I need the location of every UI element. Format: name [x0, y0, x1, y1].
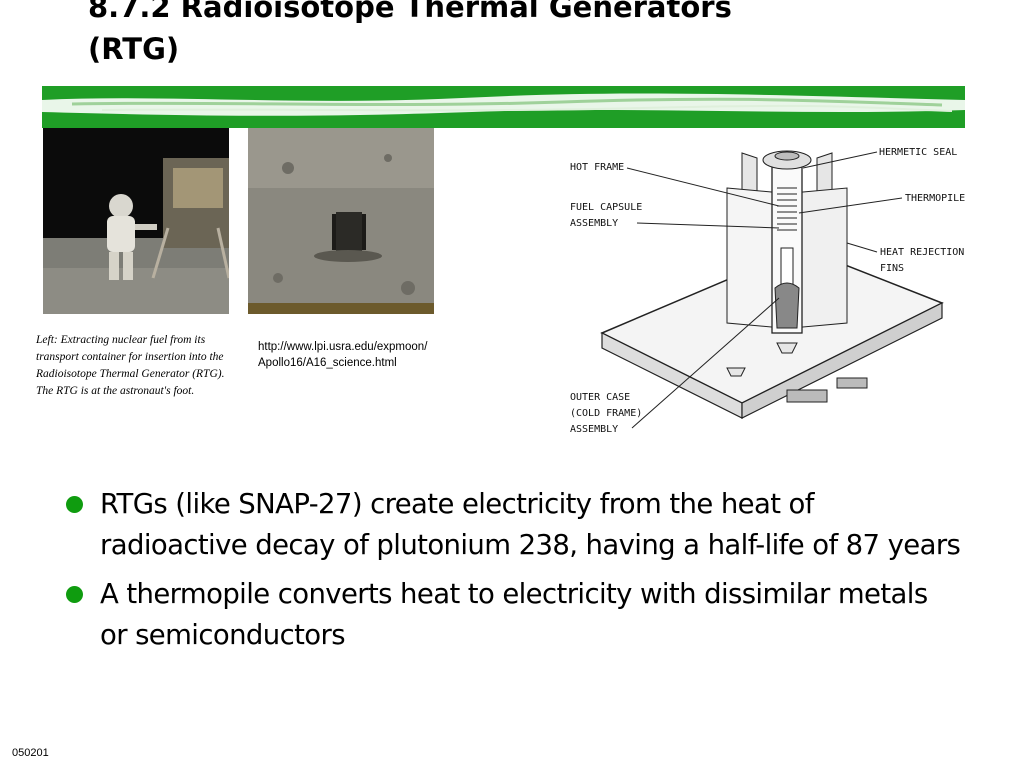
- bullet-text: RTGs (like SNAP-27) create electricity f…: [100, 488, 961, 561]
- label-thermopile: THERMOPILE: [905, 193, 965, 204]
- slide-title-line-1: 8.7.2 Radioisotope Thermal Generators: [88, 0, 732, 24]
- slide-footer: 050201: [12, 747, 49, 759]
- rtg-on-moon-photo: [248, 128, 434, 314]
- label-heat-rejection-1: HEAT REJECTION: [880, 247, 964, 258]
- label-fuel-capsule-1: FUEL CAPSULE: [570, 202, 642, 213]
- label-outer-case-1: OUTER CASE: [570, 392, 630, 403]
- bullet-dot-icon: [66, 496, 83, 513]
- label-outer-case-3: ASSEMBLY: [570, 424, 618, 435]
- label-heat-rejection-2: FINS: [880, 263, 904, 274]
- source-link[interactable]: http://www.lpi.usra.edu/expmoon/Apollo16…: [258, 341, 428, 369]
- photo-caption: Left: Extracting nuclear fuel from its t…: [36, 334, 225, 397]
- bullet-item: A thermopile converts heat to electricit…: [62, 574, 962, 656]
- bullet-text: A thermopile converts heat to electricit…: [100, 578, 928, 651]
- rtg-cutaway-diagram: HOT FRAME FUEL CAPSULE ASSEMBLY HERMETIC…: [547, 128, 990, 468]
- slide-title-line-2: (RTG): [88, 32, 180, 66]
- label-hot-frame: HOT FRAME: [570, 162, 624, 173]
- bullet-list: RTGs (like SNAP-27) create electricity f…: [62, 484, 962, 664]
- label-outer-case-2: (COLD FRAME): [570, 408, 642, 419]
- slide-title: 8.7.2 Radioisotope Thermal Generators (R…: [88, 0, 968, 70]
- label-hermetic-seal: HERMETIC SEAL: [879, 147, 957, 158]
- bullet-item: RTGs (like SNAP-27) create electricity f…: [62, 484, 962, 566]
- bullet-dot-icon: [66, 586, 83, 603]
- green-divider-bar: [42, 86, 965, 128]
- astronaut-photo: [43, 128, 229, 314]
- label-fuel-capsule-2: ASSEMBLY: [570, 218, 618, 229]
